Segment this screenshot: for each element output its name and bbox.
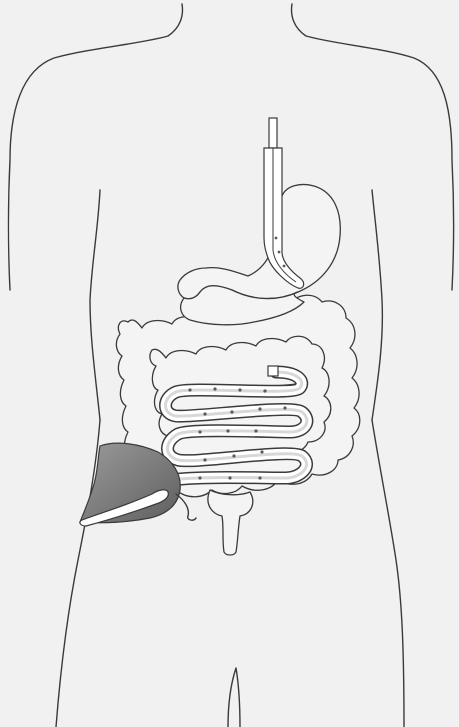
- torso-armpit-right: [372, 190, 382, 420]
- dot: [258, 476, 261, 479]
- dot: [258, 407, 261, 410]
- dot: [203, 412, 206, 415]
- torso-side-left: [56, 420, 100, 727]
- dot: [260, 450, 263, 453]
- rectum-shape: [208, 490, 253, 555]
- colon-lumen: [150, 336, 331, 463]
- tube-dot: [278, 251, 281, 254]
- dot: [198, 476, 201, 479]
- dot: [228, 476, 231, 479]
- torso-side-right: [372, 420, 404, 727]
- dot: [213, 387, 216, 390]
- torso-crotch: [228, 668, 240, 727]
- dot: [203, 458, 206, 461]
- stomach-shape: [178, 184, 340, 298]
- dot: [230, 410, 233, 413]
- rectum: [208, 490, 253, 555]
- stoma-connector: [176, 494, 196, 520]
- tube-dot: [283, 265, 286, 268]
- dot: [254, 429, 257, 432]
- tube-top: [269, 118, 277, 148]
- torso-armpit-left: [90, 190, 100, 420]
- dot: [283, 406, 286, 409]
- dot: [232, 454, 235, 457]
- dot: [188, 388, 191, 391]
- tube-dot: [275, 237, 278, 240]
- dot: [198, 430, 201, 433]
- torso-neck-left: [9, 4, 183, 290]
- dot: [238, 388, 241, 391]
- dot: [263, 389, 266, 392]
- dot: [226, 429, 229, 432]
- small-intestine-tube-tip: [268, 366, 278, 376]
